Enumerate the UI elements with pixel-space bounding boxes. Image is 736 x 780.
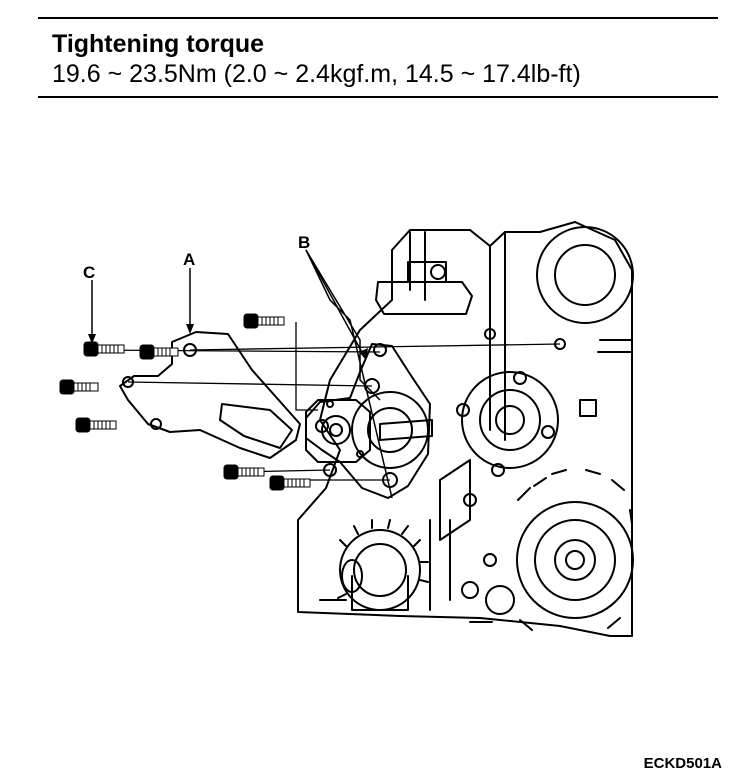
bracket-a (119, 331, 301, 459)
callout-c: C (83, 263, 95, 282)
callout-b: B (298, 233, 310, 252)
water-pump-impeller (351, 391, 429, 469)
engine-block (297, 221, 633, 637)
bolt-left-1 (59, 379, 99, 395)
header-bottom-rule (38, 96, 718, 98)
bolt-c (83, 341, 125, 357)
water-pump-flange (305, 399, 371, 463)
bolt-lower-2 (269, 475, 311, 491)
callout-a: A (183, 250, 195, 269)
crank-pulley (516, 501, 634, 619)
bolt-upper (243, 313, 285, 329)
figure-code: ECKD501A (643, 755, 722, 772)
torque-title: Tightening torque (52, 30, 265, 58)
upper-pulley (536, 226, 634, 324)
bolt-lower-1 (223, 464, 265, 480)
oil-pump-housing (461, 371, 559, 469)
upper-cover (375, 281, 473, 315)
bolt-a (139, 344, 179, 360)
bolt-left-2 (75, 417, 117, 433)
torque-value: 19.6 ~ 23.5Nm (2.0 ~ 2.4kgf.m, 14.5 ~ 17… (52, 60, 581, 88)
header-top-rule (38, 17, 718, 19)
